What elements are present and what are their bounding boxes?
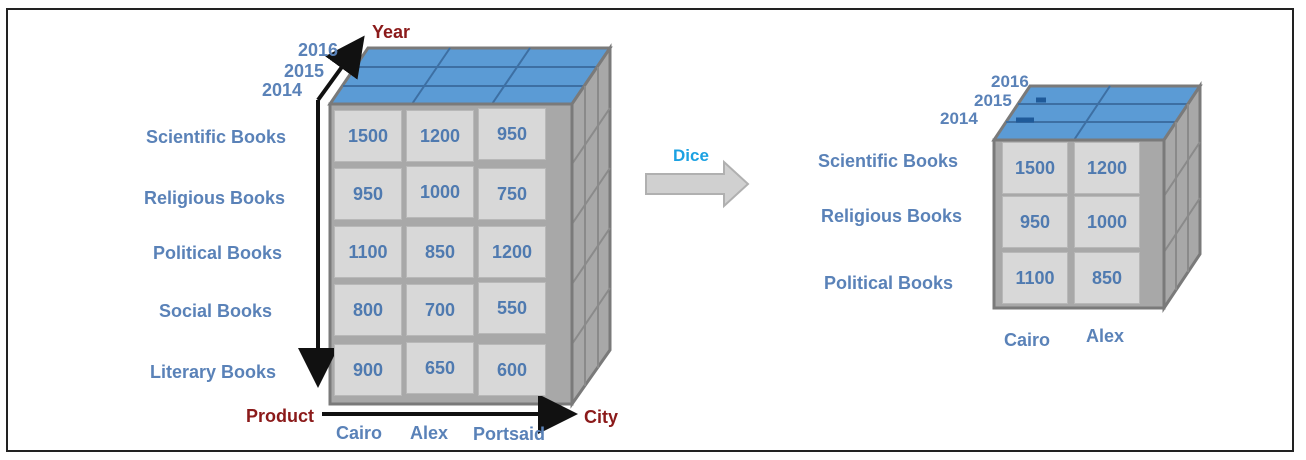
year-label-2016: 2016 [298,40,339,60]
rcube-product-label-political: Political Books [824,273,954,293]
rcube-product-label-religious: Religious Books [821,206,963,226]
rcube-city-label-alex: Alex [1086,326,1125,346]
rcell-religious-alex: 1000 [1074,196,1140,248]
cell-religious-alex: 1000 [406,166,474,218]
left-cube-side-face [570,43,612,409]
product-axis-label: Product [246,406,315,426]
city-label-cairo: Cairo [336,423,383,443]
city-label-portsaid: Portsaid [473,424,546,444]
rcube-year-label-2014: 2014 [940,109,978,128]
rcell-political-cairo: 1100 [1002,252,1068,304]
rcube-product-label-scientific: Scientific Books [818,151,959,171]
year-label-2014: 2014 [262,80,303,100]
left-cube-top-face [327,46,613,106]
rcell-scientific-cairo: 1500 [1002,142,1068,194]
cell-literary-alex: 650 [406,342,474,394]
dice-label: Dice [673,146,709,165]
cell-social-cairo: 800 [334,284,402,336]
dice-arrow [645,159,750,209]
city-axis-label: City [584,407,619,427]
rcell-religious-cairo: 950 [1002,196,1068,248]
cell-political-cairo: 1100 [334,226,402,278]
city-label-alex: Alex [410,423,449,443]
year-axis-label: Year [372,22,411,42]
product-label-religious: Religious Books [144,188,286,208]
rcell-scientific-alex: 1200 [1074,142,1140,194]
rcube-year-label-2015: 2015 [974,91,1012,110]
cell-social-alex: 700 [406,284,474,336]
cell-political-portsaid: 1200 [478,226,546,278]
product-label-scientific: Scientific Books [146,127,287,147]
cell-religious-portsaid: 750 [478,168,546,220]
year-axis-arrow [316,35,365,102]
rcube-city-label-cairo: Cairo [1004,330,1051,350]
product-label-social: Social Books [159,301,273,321]
product-label-political: Political Books [153,243,283,263]
cell-scientific-cairo: 1500 [334,110,402,162]
rcell-political-alex: 850 [1074,252,1140,304]
cell-political-alex: 850 [406,226,474,278]
rcube-year-label-2016: 2016 [991,72,1029,91]
product-label-literary: Literary Books [150,362,277,382]
cell-literary-cairo: 900 [334,344,402,396]
cell-literary-portsaid: 600 [478,344,546,396]
year-label-2015: 2015 [284,61,325,81]
cell-social-portsaid: 550 [478,282,546,334]
cell-religious-cairo: 950 [334,168,402,220]
cell-scientific-alex: 1200 [406,110,474,162]
cell-scientific-portsaid: 950 [478,108,546,160]
